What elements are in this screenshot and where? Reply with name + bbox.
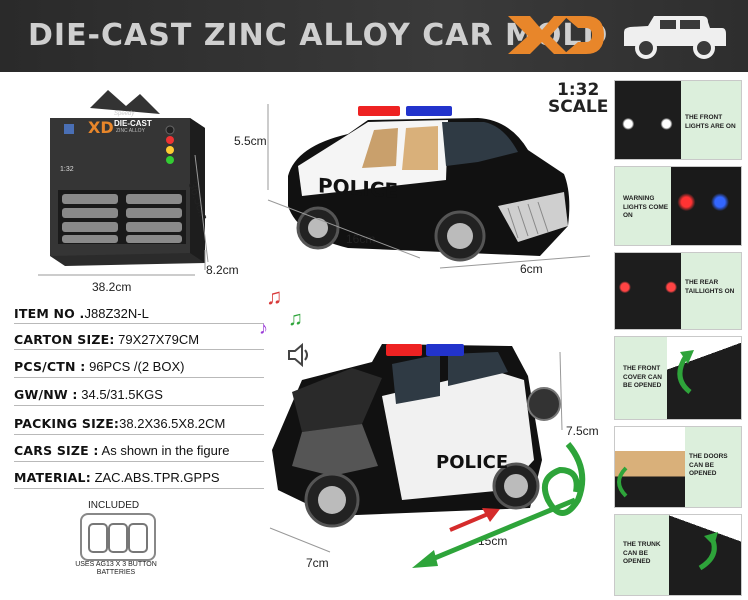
music-note-icon: ♪ (259, 318, 268, 338)
feature-panel-front-lights: THE FRONT LIGHTS ARE ON (614, 80, 742, 160)
spec-divider (14, 461, 264, 462)
spec-divider (14, 377, 264, 378)
doors-open-photo (615, 427, 685, 507)
sedan-height-dimension: 5.5cm (234, 134, 267, 148)
feature-panel-trunk: THE TRUNK CAN BE OPENED (614, 514, 742, 596)
music-note-icon: ♫ (288, 308, 303, 330)
scale-word: SCALE (548, 97, 609, 117)
spec-gw-nw: GW/NW : 34.5/31.5KGS (14, 387, 163, 402)
rear-taillights-photo (615, 253, 681, 329)
battery-note: USES AG13 X 3 BUTTON BATTERIES (75, 561, 157, 576)
suv-police-text: POLICE (436, 452, 509, 473)
battery-pack-icon (80, 513, 156, 561)
box-small-text: Speedy (114, 111, 135, 117)
page-title: DIE-CAST ZINC ALLOY CAR MOLD (28, 18, 609, 53)
box-brand-logo: XD (88, 118, 114, 137)
spec-divider (14, 405, 264, 406)
spec-divider (14, 488, 264, 489)
spec-pcs-ctn: PCS/CTN : 96PCS /(2 BOX) (14, 359, 185, 374)
spec-divider (14, 434, 264, 435)
warning-lights-photo (671, 167, 741, 245)
xd-brand-logo (508, 16, 604, 54)
sedan-width-dimension: 6cm (520, 262, 543, 276)
box-width-dimension: 38.2cm (92, 280, 132, 294)
display-box-illustration (50, 90, 205, 266)
box-height-dimension: 8.2cm (206, 263, 239, 277)
scale-label: 1:32 SCALE (548, 82, 608, 116)
front-lights-photo (615, 81, 681, 159)
feature-panel-warning-lights: WARNING LIGHTS COME ON (614, 166, 742, 246)
feature-panel-front-cover: THE FRONT COVER CAN BE OPENED (614, 336, 742, 420)
feature-panel-rear-taillights: THE REAR TAILLIGHTS ON (614, 252, 742, 330)
suv-width-dimension: 7cm (306, 556, 329, 570)
feature-caption: THE REAR TAILLIGHTS ON (685, 279, 735, 295)
police-suv-image (272, 344, 561, 528)
box-subtitle: ZINC ALLOY (116, 128, 145, 134)
box-scale: 1:32 (60, 166, 74, 173)
feature-panel-doors: THE DOORS CAN BE OPENED (614, 426, 742, 508)
sedan-length-dimension: 16cm (346, 232, 376, 246)
spec-material: MATERIAL: ZAC.ABS.TPR.GPPS (14, 470, 220, 485)
spec-packing-size: PACKING SIZE:38.2X36.5X8.2CM (14, 416, 226, 431)
spec-divider (14, 349, 264, 350)
feature-caption: THE FRONT LIGHTS ARE ON (685, 114, 736, 130)
feature-caption: THE TRUNK CAN BE OPENED (623, 541, 661, 565)
feature-caption: THE DOORS CAN BE OPENED (689, 453, 728, 477)
spec-carton-size: CARTON SIZE: 79X27X79CM (14, 332, 200, 347)
jeep-silhouette-icon (624, 16, 726, 59)
feature-caption: WARNING LIGHTS COME ON (623, 195, 669, 219)
feature-caption: THE FRONT COVER CAN BE OPENED (623, 365, 663, 389)
front-cover-photo (667, 337, 741, 419)
spec-divider (14, 323, 264, 324)
spec-item-no: ITEM NO .J88Z32N-L (14, 306, 149, 321)
box-label: DIE-CAST (114, 119, 152, 128)
header-banner (0, 0, 748, 72)
scale-ratio: 1:32 (557, 80, 600, 100)
speaker-sound-icon (288, 342, 308, 368)
suv-height-dimension: 7.5cm (566, 424, 599, 438)
spec-cars-size: CARS SIZE : As shown in the figure (14, 443, 230, 458)
included-title: INCLUDED (88, 500, 140, 511)
suv-length-dimension: 15cm (478, 534, 508, 548)
music-note-icon: ♫ (266, 284, 283, 309)
trunk-open-photo (669, 515, 741, 595)
